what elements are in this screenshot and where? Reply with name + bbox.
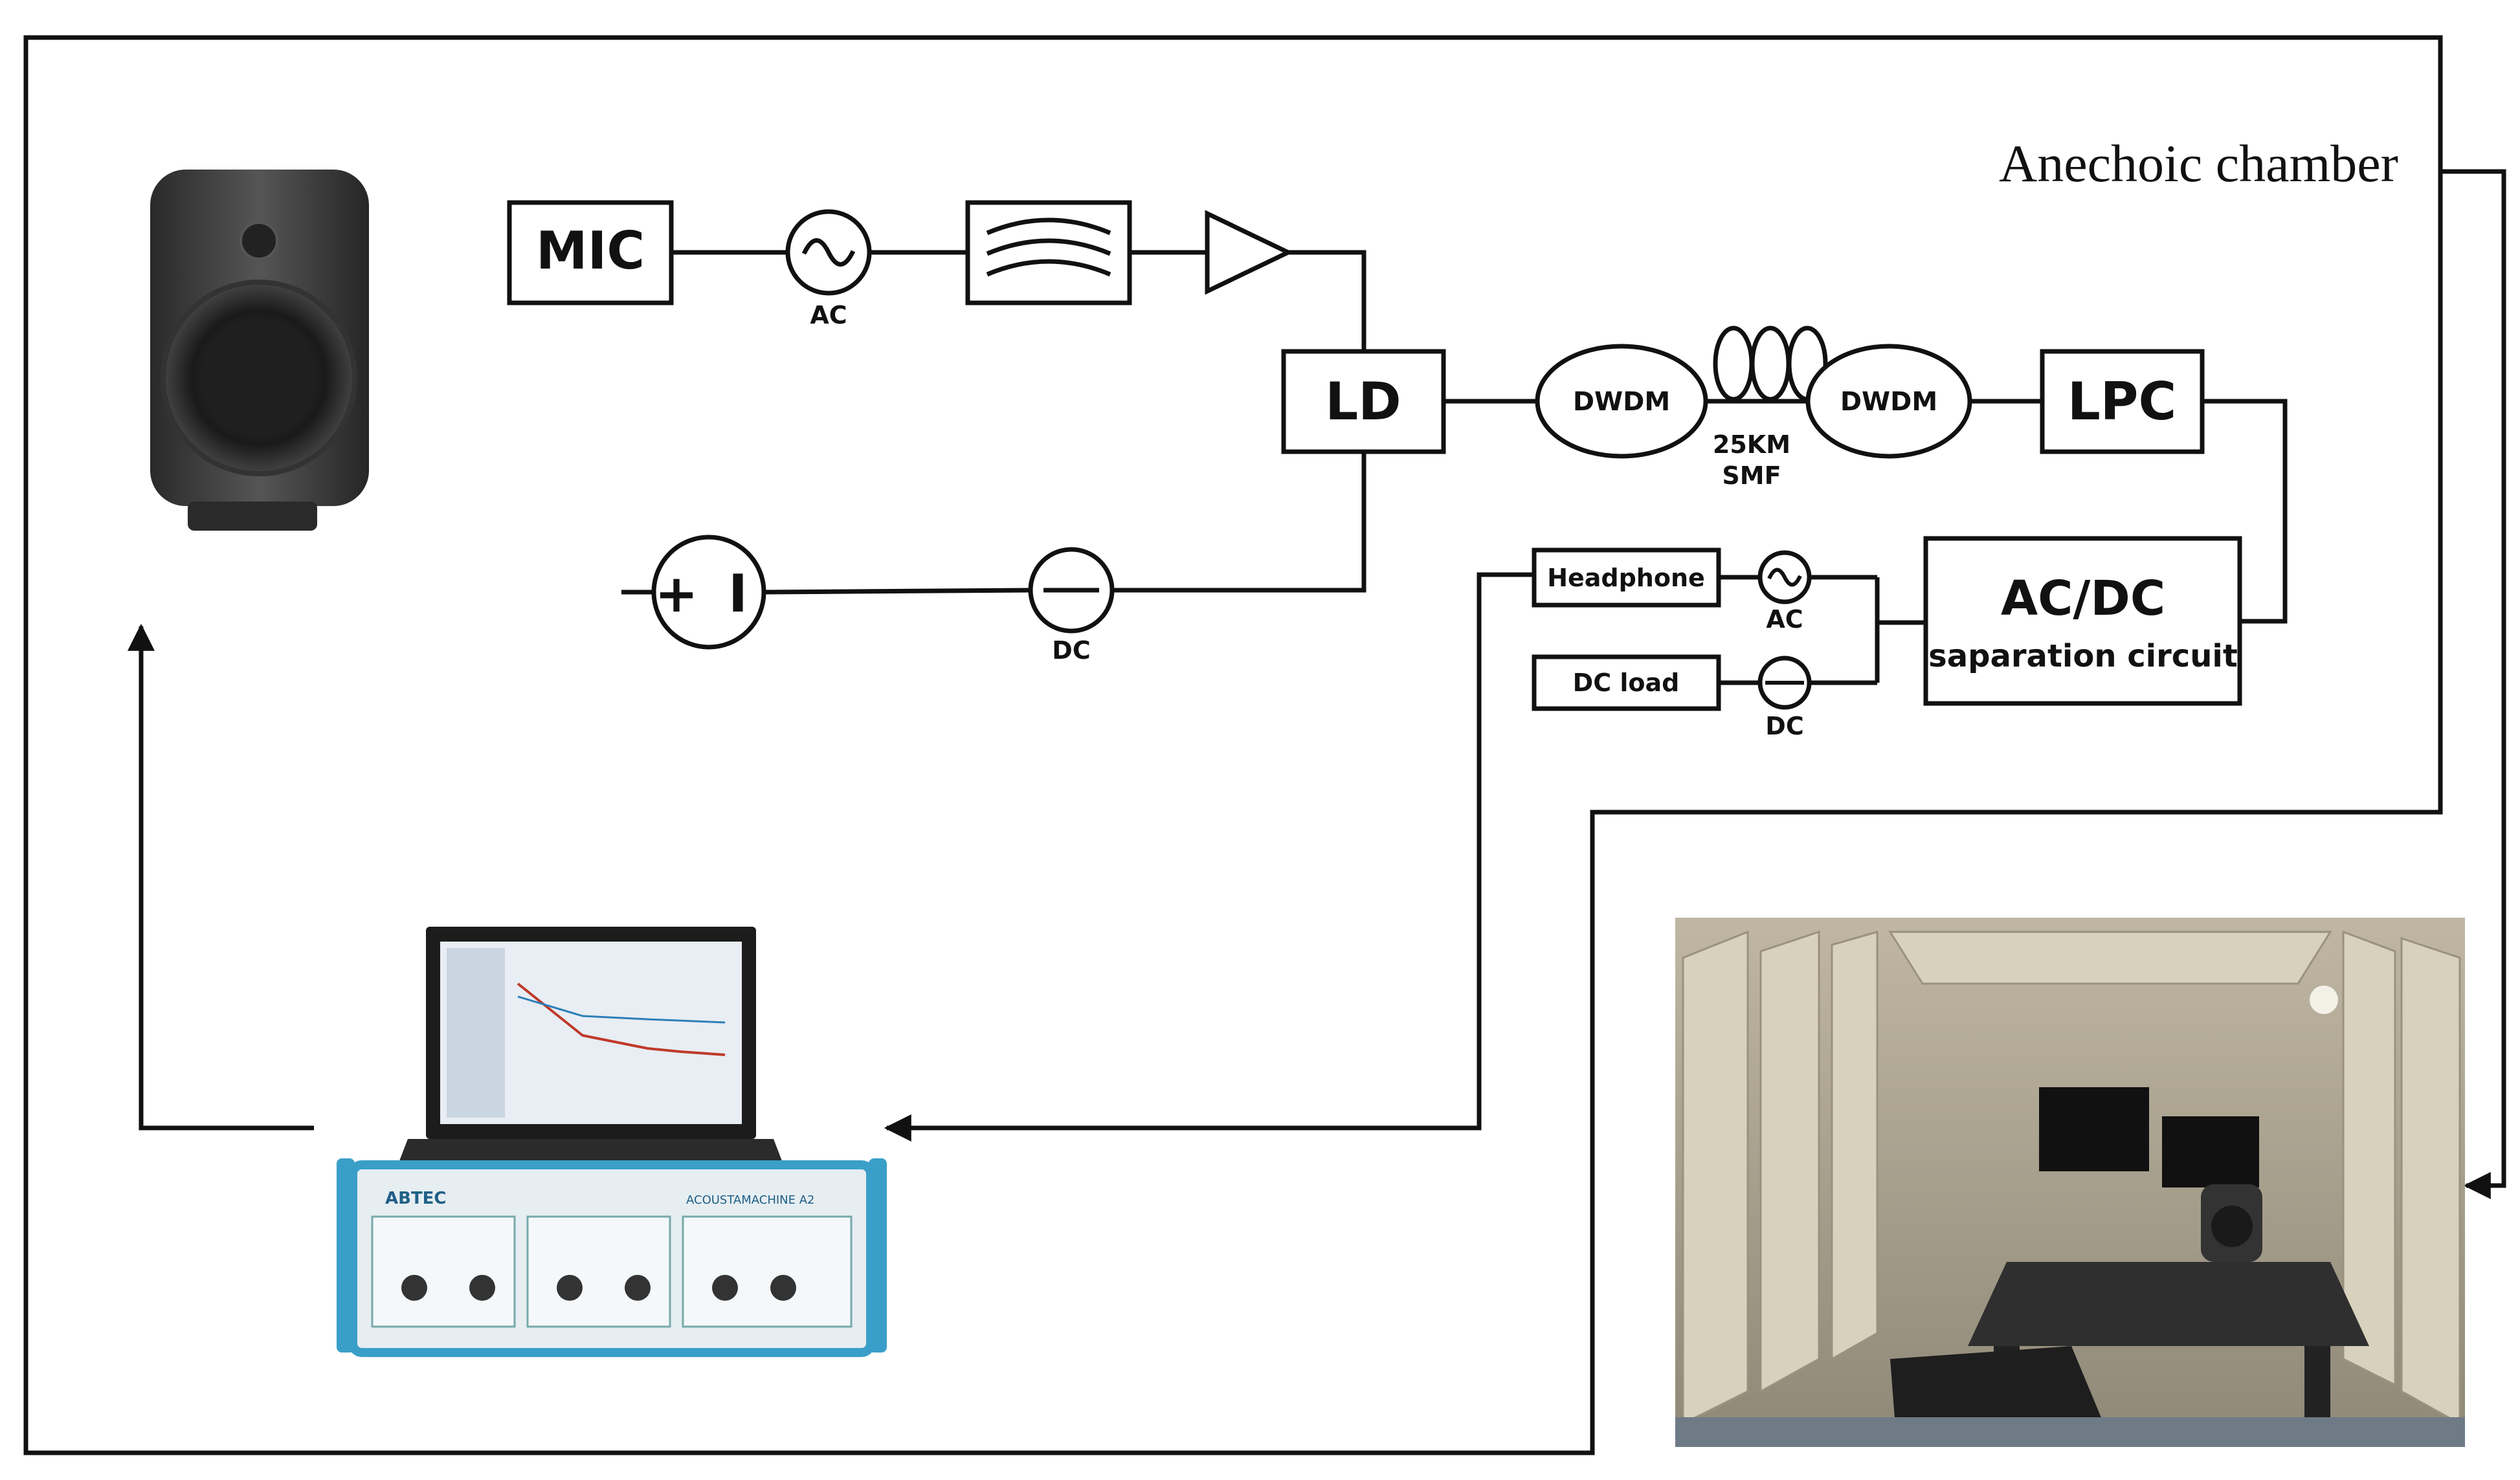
lpc-label: LPC <box>2068 371 2176 432</box>
analyzer-to-speaker-arrow <box>128 623 314 1131</box>
amplifier-icon <box>1205 210 1294 295</box>
fiber-label-2: SMF <box>1722 461 1781 490</box>
acdc-title: AC/DC <box>2001 571 2165 626</box>
dc-label-right: DC <box>1765 712 1803 740</box>
dc-load-label: DC load <box>1573 668 1680 697</box>
fiber-coil-icon <box>1713 326 1828 404</box>
battery-plus: + <box>654 564 698 624</box>
headphone-box <box>1532 547 1721 608</box>
dwdm-right-label: DWDM <box>1840 387 1937 417</box>
dwdm-left-label: DWDM <box>1573 387 1670 417</box>
dc-load-box <box>1532 654 1721 711</box>
analyzer-image: ABTEC ACOUSTAMACHINE A2 <box>337 927 887 1357</box>
ac-label-right: AC <box>1766 605 1803 634</box>
battery-icon: + I <box>651 535 766 650</box>
ac-source-icon <box>785 209 872 296</box>
mic-label: MIC <box>536 221 645 281</box>
analyzer-brand: ABTEC <box>385 1189 447 1208</box>
analyzer-model: ACOUSTAMACHINE A2 <box>686 1193 815 1207</box>
speaker-image <box>150 170 369 531</box>
fiber-label-1: 25KM <box>1713 430 1790 459</box>
dc-meter-icon <box>1757 656 1812 710</box>
chamber-to-photo-arrow <box>2440 169 2506 1199</box>
lpc-box <box>2040 349 2205 454</box>
filter-icon <box>965 200 1132 305</box>
dc-source-icon <box>1028 547 1115 634</box>
headphone-label: Headphone <box>1547 564 1705 592</box>
dc-label-bottom: DC <box>1052 636 1090 665</box>
acdc-subtitle: saparation circuit <box>1928 638 2238 674</box>
ld-label: LD <box>1325 371 1401 432</box>
chamber-boundary <box>23 35 2443 1455</box>
ac-label-top: AC <box>810 301 847 329</box>
acdc-box <box>1923 536 2242 706</box>
headphone-to-analyzer-arrow <box>884 572 1534 1142</box>
ac-meter-icon <box>1757 550 1812 604</box>
chamber-label: Anechoic chamber <box>1999 134 2398 193</box>
battery-minus: I <box>728 564 748 624</box>
anechoic-chamber-photo <box>1675 918 2465 1447</box>
